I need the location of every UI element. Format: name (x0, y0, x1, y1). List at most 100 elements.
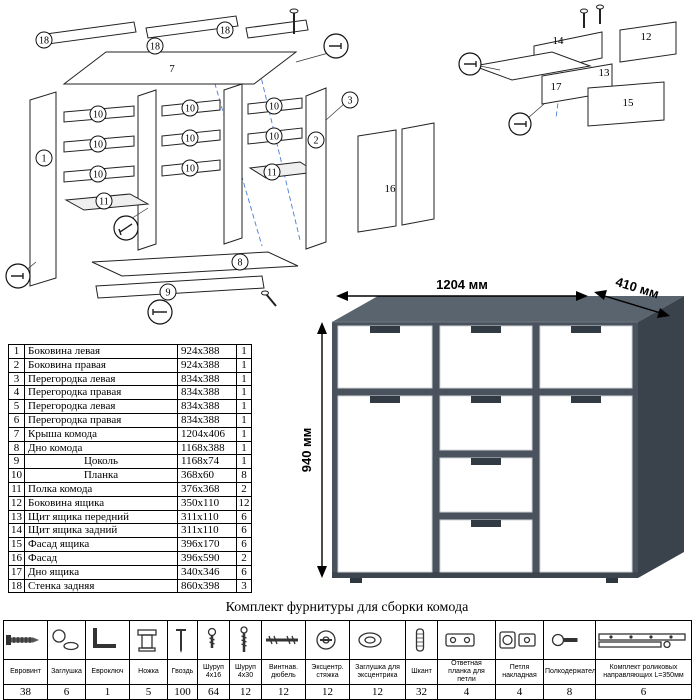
part-no: 17 (8, 564, 25, 580)
left-side-panel (29, 91, 57, 287)
part-name: Перегородка правая (24, 385, 178, 401)
part-qty: 1 (236, 454, 252, 470)
part-no: 4 (8, 385, 25, 401)
drawer-front (539, 325, 633, 389)
part-callout: 18 (35, 31, 53, 49)
part-callout: 10 (89, 105, 107, 123)
part-size: 1204x406 (177, 426, 237, 442)
part-qty: 6 (236, 509, 252, 525)
fastener-detail-icon (5, 263, 31, 289)
drawer-front (439, 457, 533, 513)
part-size: 860x398 (177, 578, 237, 594)
screw-glyph (596, 4, 604, 24)
exploded-assembly-diagram: 7 16 18 18 (5, 4, 677, 325)
overlay-hinge-icon (495, 620, 544, 660)
part-name: Перегородка левая (24, 399, 178, 414)
part-name: Планка (24, 468, 178, 483)
height-dimension-label: 940 мм (299, 428, 314, 473)
part-number-label: 13 (599, 67, 611, 79)
back-strip-panel (145, 15, 239, 39)
drawer-front-panel (587, 81, 665, 127)
door-panel (401, 122, 435, 226)
svg-text:10: 10 (185, 104, 195, 115)
part-name: Стенка задняя (24, 578, 178, 594)
part-name: Дно ящика (24, 564, 178, 580)
alignment-dash-line (255, 55, 301, 241)
door-panel (357, 129, 397, 233)
part-no: 10 (8, 468, 25, 483)
handle (571, 396, 601, 403)
part-callout: 10 (265, 127, 283, 145)
part-callout: 1 (35, 149, 53, 167)
part-callout: 11 (263, 163, 281, 181)
screw-glyph (261, 290, 277, 307)
svg-text:18: 18 (220, 26, 230, 37)
part-callout: 10 (181, 159, 199, 177)
hardware-qty: 12 (261, 684, 306, 700)
part-callout: 18 (146, 37, 164, 55)
part-callout: 10 (181, 129, 199, 147)
part-qty: 1 (236, 412, 252, 428)
part-no: 3 (8, 371, 25, 387)
part-number-label: 17 (551, 81, 563, 93)
hardware-name: Ответная планка для петли (437, 659, 496, 685)
svg-text:10: 10 (93, 110, 103, 121)
partition-panel (223, 83, 243, 245)
svg-text:9: 9 (166, 288, 171, 299)
part-qty: 2 (236, 550, 252, 566)
part-qty: 1 (236, 371, 252, 387)
hardware-name: Гвоздь (167, 659, 198, 685)
part-qty: 1 (236, 385, 252, 401)
hardware-icons-row (3, 620, 692, 660)
part-size: 376x368 (177, 481, 237, 497)
part-number-label: 14 (553, 35, 565, 47)
svg-text:8: 8 (238, 258, 243, 269)
part-no: 13 (8, 509, 25, 525)
part-size: 834x388 (177, 385, 237, 401)
svg-text:10: 10 (185, 134, 195, 145)
hardware-name: Винтнав. дюбель (261, 659, 306, 685)
part-qty: 8 (236, 468, 252, 483)
part-qty: 1 (236, 357, 252, 373)
part-callout: 11 (95, 192, 113, 210)
hardware-qty: 12 (305, 684, 350, 700)
part-no: 8 (8, 440, 25, 456)
hardware-qty: 6 (47, 684, 86, 700)
hardware-qty: 1 (85, 684, 130, 700)
part-name: Полка комода (24, 481, 178, 497)
fastener-detail-icon (113, 215, 139, 241)
chest-top-face (332, 296, 684, 322)
part-name: Цоколь (24, 454, 178, 470)
part-callout: 9 (159, 283, 177, 301)
hardware-qty: 100 (167, 684, 198, 700)
part-qty: 1 (236, 440, 252, 456)
svg-text:10: 10 (269, 102, 279, 113)
part-no: 16 (8, 550, 25, 566)
hardware-qty: 4 (495, 684, 544, 700)
right-side-panel (305, 87, 327, 250)
hardware-name: Комплект роликовых направляющих L=350мм (595, 659, 692, 685)
svg-text:10: 10 (93, 170, 103, 181)
part-name: Щит ящика передний (24, 509, 178, 525)
part-size: 368x60 (177, 468, 237, 483)
hinge-plate-icon (437, 620, 496, 660)
part-number-label: 16 (385, 183, 397, 195)
hardware-names-row: Евровинт Заглушка Евроключ Ножка Гвоздь … (3, 659, 692, 685)
handle (370, 396, 400, 403)
part-size: 834x388 (177, 371, 237, 387)
svg-text:1: 1 (42, 154, 47, 165)
hardware-qty-row: 38 6 1 5 100 64 12 12 12 12 32 4 4 8 6 (3, 684, 692, 700)
top-panel (62, 51, 298, 85)
hardware-qty: 64 (197, 684, 230, 700)
part-name: Щит ящика задний (24, 523, 178, 539)
